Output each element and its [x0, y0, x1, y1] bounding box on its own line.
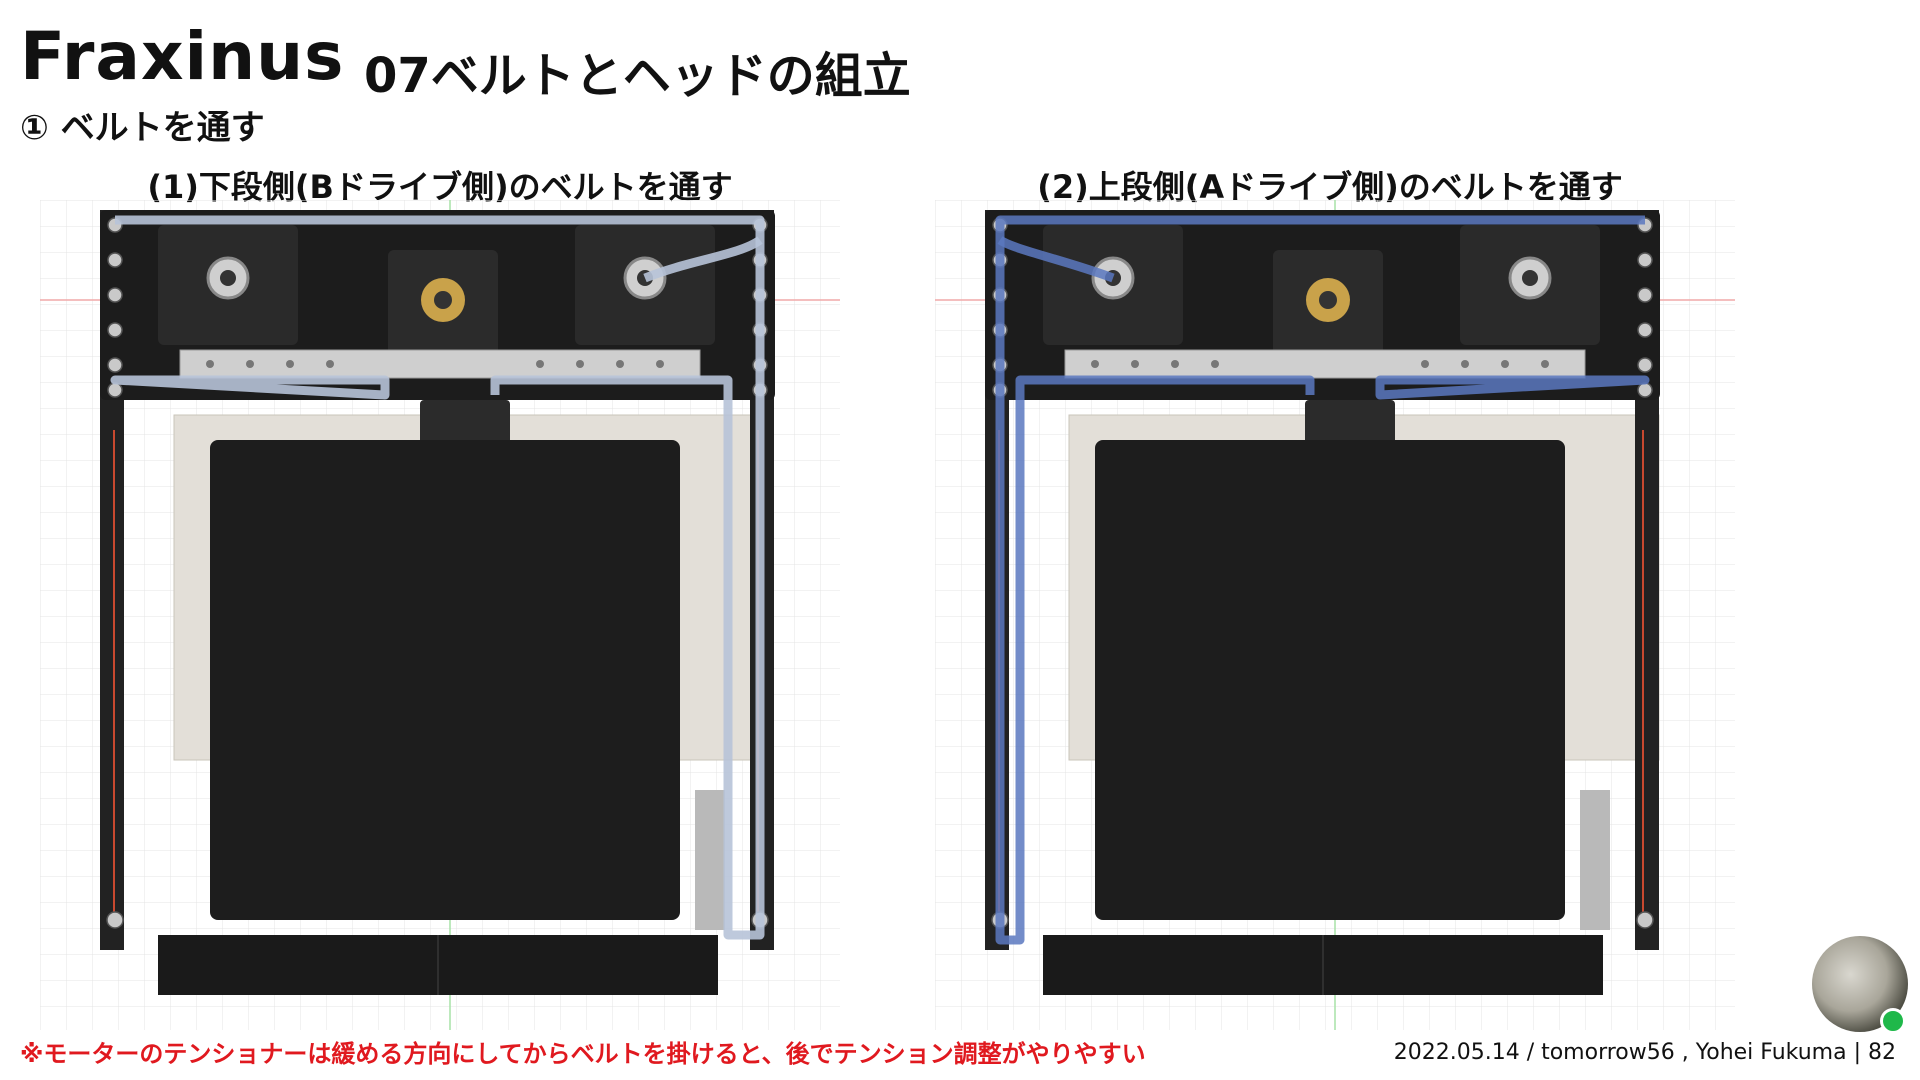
online-status-icon — [1880, 1008, 1906, 1034]
slide-title: Fraxinus — [20, 18, 345, 95]
slide-footer: 2022.05.14 / tomorrow56 , Yohei Fukuma |… — [1393, 1040, 1896, 1065]
slide-subtitle: 07ベルトとヘッドの組立 — [364, 48, 911, 104]
tension-note: ※モーターのテンショナーは緩める方向にしてからベルトを掛けると、後でテンション調… — [20, 1040, 1146, 1068]
step-heading: ① ベルトを通す — [20, 108, 265, 148]
right-panel-caption: (2)上段側(Aドライブ側)のベルトを通す — [1037, 168, 1623, 206]
right-cad-view — [935, 200, 1735, 1030]
left-panel-caption: (1)下段側(Bドライブ側)のベルトを通す — [147, 168, 733, 206]
left-cad-view — [40, 200, 840, 1030]
